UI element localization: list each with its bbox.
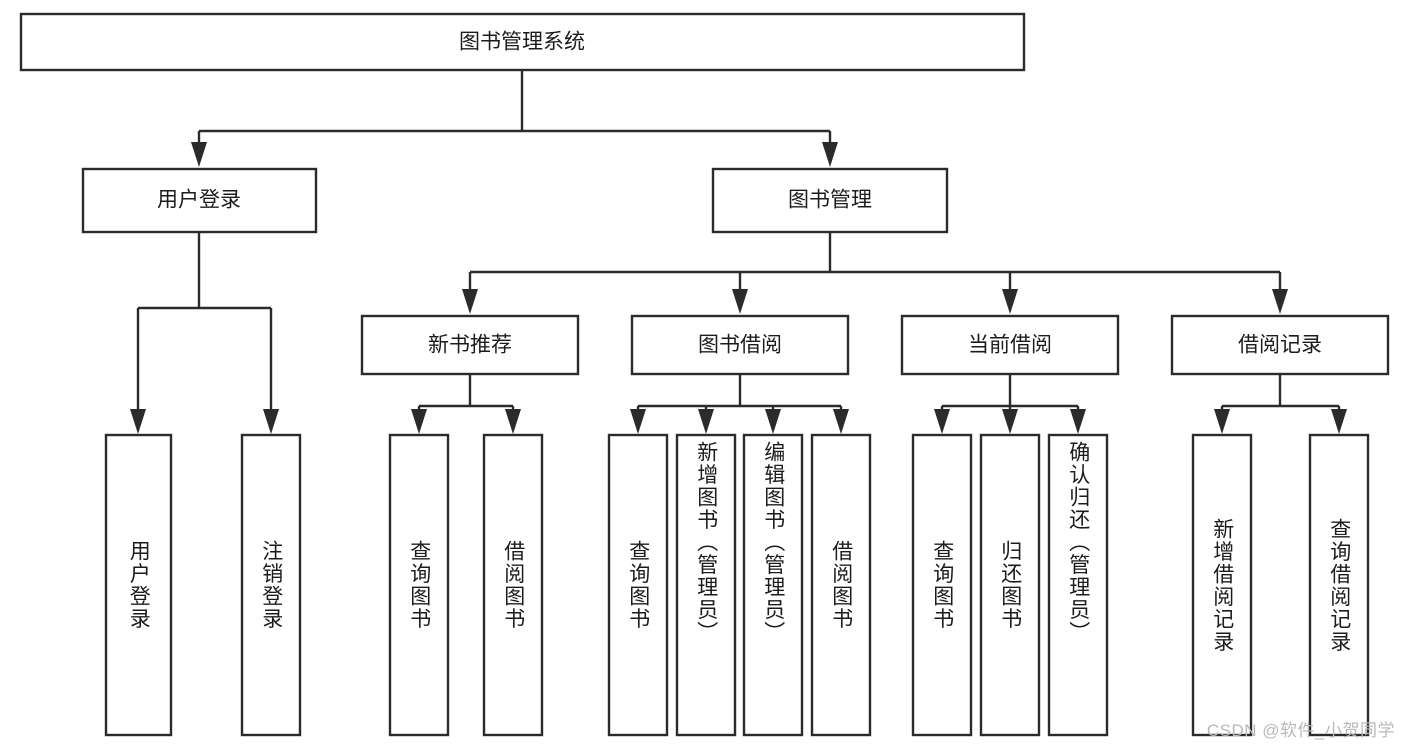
- node-borrow-record-rect[interactable]: [1170, 314, 1390, 376]
- arrow-newbook-leaf1-icon: [411, 409, 427, 434]
- node-new-book-recommend-rect[interactable]: [360, 314, 580, 376]
- node-root-label: 图书管理系统: [459, 31, 585, 54]
- node-new-book-recommend-label: 新书推荐: [428, 334, 512, 357]
- arrow-newbook-leaf2-icon: [505, 409, 521, 434]
- connector-group-new-book: [411, 375, 521, 434]
- leaf-rect-current-borrow-1[interactable]: [979, 433, 1041, 737]
- arrow-user-leaf2-icon: [263, 409, 279, 434]
- node-book-manage[interactable]: 图书管理: [711, 167, 949, 234]
- leaf-rect-user-login-0[interactable]: [104, 433, 173, 737]
- node-book-manage-label: 图书管理: [788, 189, 872, 212]
- arrow-root-to-book-icon: [822, 142, 838, 167]
- arrow-book-to-c3-icon: [1002, 289, 1018, 314]
- leaf-rect-new-book-1[interactable]: [482, 433, 544, 737]
- arrow-borrow-leaf3-icon: [765, 409, 781, 434]
- arrow-book-to-c1-icon: [462, 289, 478, 314]
- connector-group-book-borrow: [630, 375, 849, 434]
- node-root[interactable]: 图书管理系统: [19, 12, 1026, 72]
- watermark-text: CSDN @软件_小贺同学: [1206, 721, 1395, 740]
- arrow-record-leaf2-icon: [1331, 409, 1347, 434]
- arrow-user-leaf1-icon: [130, 409, 146, 434]
- leaf-rect-borrow-record-0[interactable]: [1191, 433, 1253, 737]
- arrow-book-to-c4-icon: [1272, 289, 1288, 314]
- connector-group-book-manage: [462, 233, 1288, 314]
- node-book-borrow-rect[interactable]: [630, 314, 850, 376]
- leaf-rect-book-borrow-3[interactable]: [810, 433, 872, 737]
- arrow-current-leaf3-icon: [1070, 409, 1086, 434]
- arrow-borrow-leaf4-icon: [833, 409, 849, 434]
- leaf-rect-book-borrow-0[interactable]: [607, 433, 669, 737]
- leaf-rect-user-login-1[interactable]: [240, 433, 302, 737]
- node-borrow-record[interactable]: 借阅记录: [1170, 314, 1390, 376]
- connector-group-current-borrow: [934, 375, 1086, 434]
- leaf-rect-current-borrow-0[interactable]: [911, 433, 973, 737]
- connector-group-root: [191, 71, 838, 167]
- arrow-current-leaf2-icon: [1002, 409, 1018, 434]
- leaf-rect-book-borrow-2[interactable]: [742, 433, 804, 737]
- arrow-book-to-c2-icon: [732, 289, 748, 314]
- node-current-borrow[interactable]: 当前借阅: [900, 314, 1120, 376]
- leaf-rect-current-borrow-2[interactable]: [1047, 433, 1109, 737]
- node-current-borrow-rect[interactable]: [900, 314, 1120, 376]
- node-user-login-rect[interactable]: [81, 167, 318, 234]
- leaf-rect-book-borrow-1[interactable]: [675, 433, 737, 737]
- arrow-borrow-leaf1-icon: [630, 409, 646, 434]
- node-root-rect[interactable]: [19, 12, 1026, 72]
- node-book-borrow-label: 图书借阅: [698, 334, 782, 357]
- node-new-book-recommend[interactable]: 新书推荐: [360, 314, 580, 376]
- leaf-rect-borrow-record-1[interactable]: [1308, 433, 1370, 737]
- connector-group-borrow-record: [1214, 375, 1347, 434]
- node-borrow-record-label: 借阅记录: [1238, 334, 1322, 357]
- node-book-manage-rect[interactable]: [711, 167, 949, 234]
- node-user-login-label: 用户登录: [157, 189, 241, 212]
- node-current-borrow-label: 当前借阅: [968, 334, 1052, 357]
- connector-group-user-login: [130, 233, 279, 434]
- node-book-borrow[interactable]: 图书借阅: [630, 314, 850, 376]
- node-user-login[interactable]: 用户登录: [81, 167, 318, 234]
- arrow-current-leaf1-icon: [934, 409, 950, 434]
- arrow-root-to-user-icon: [191, 142, 207, 167]
- leaf-rect-new-book-0[interactable]: [388, 433, 450, 737]
- arrow-borrow-leaf2-icon: [698, 409, 714, 434]
- arrow-record-leaf1-icon: [1214, 409, 1230, 434]
